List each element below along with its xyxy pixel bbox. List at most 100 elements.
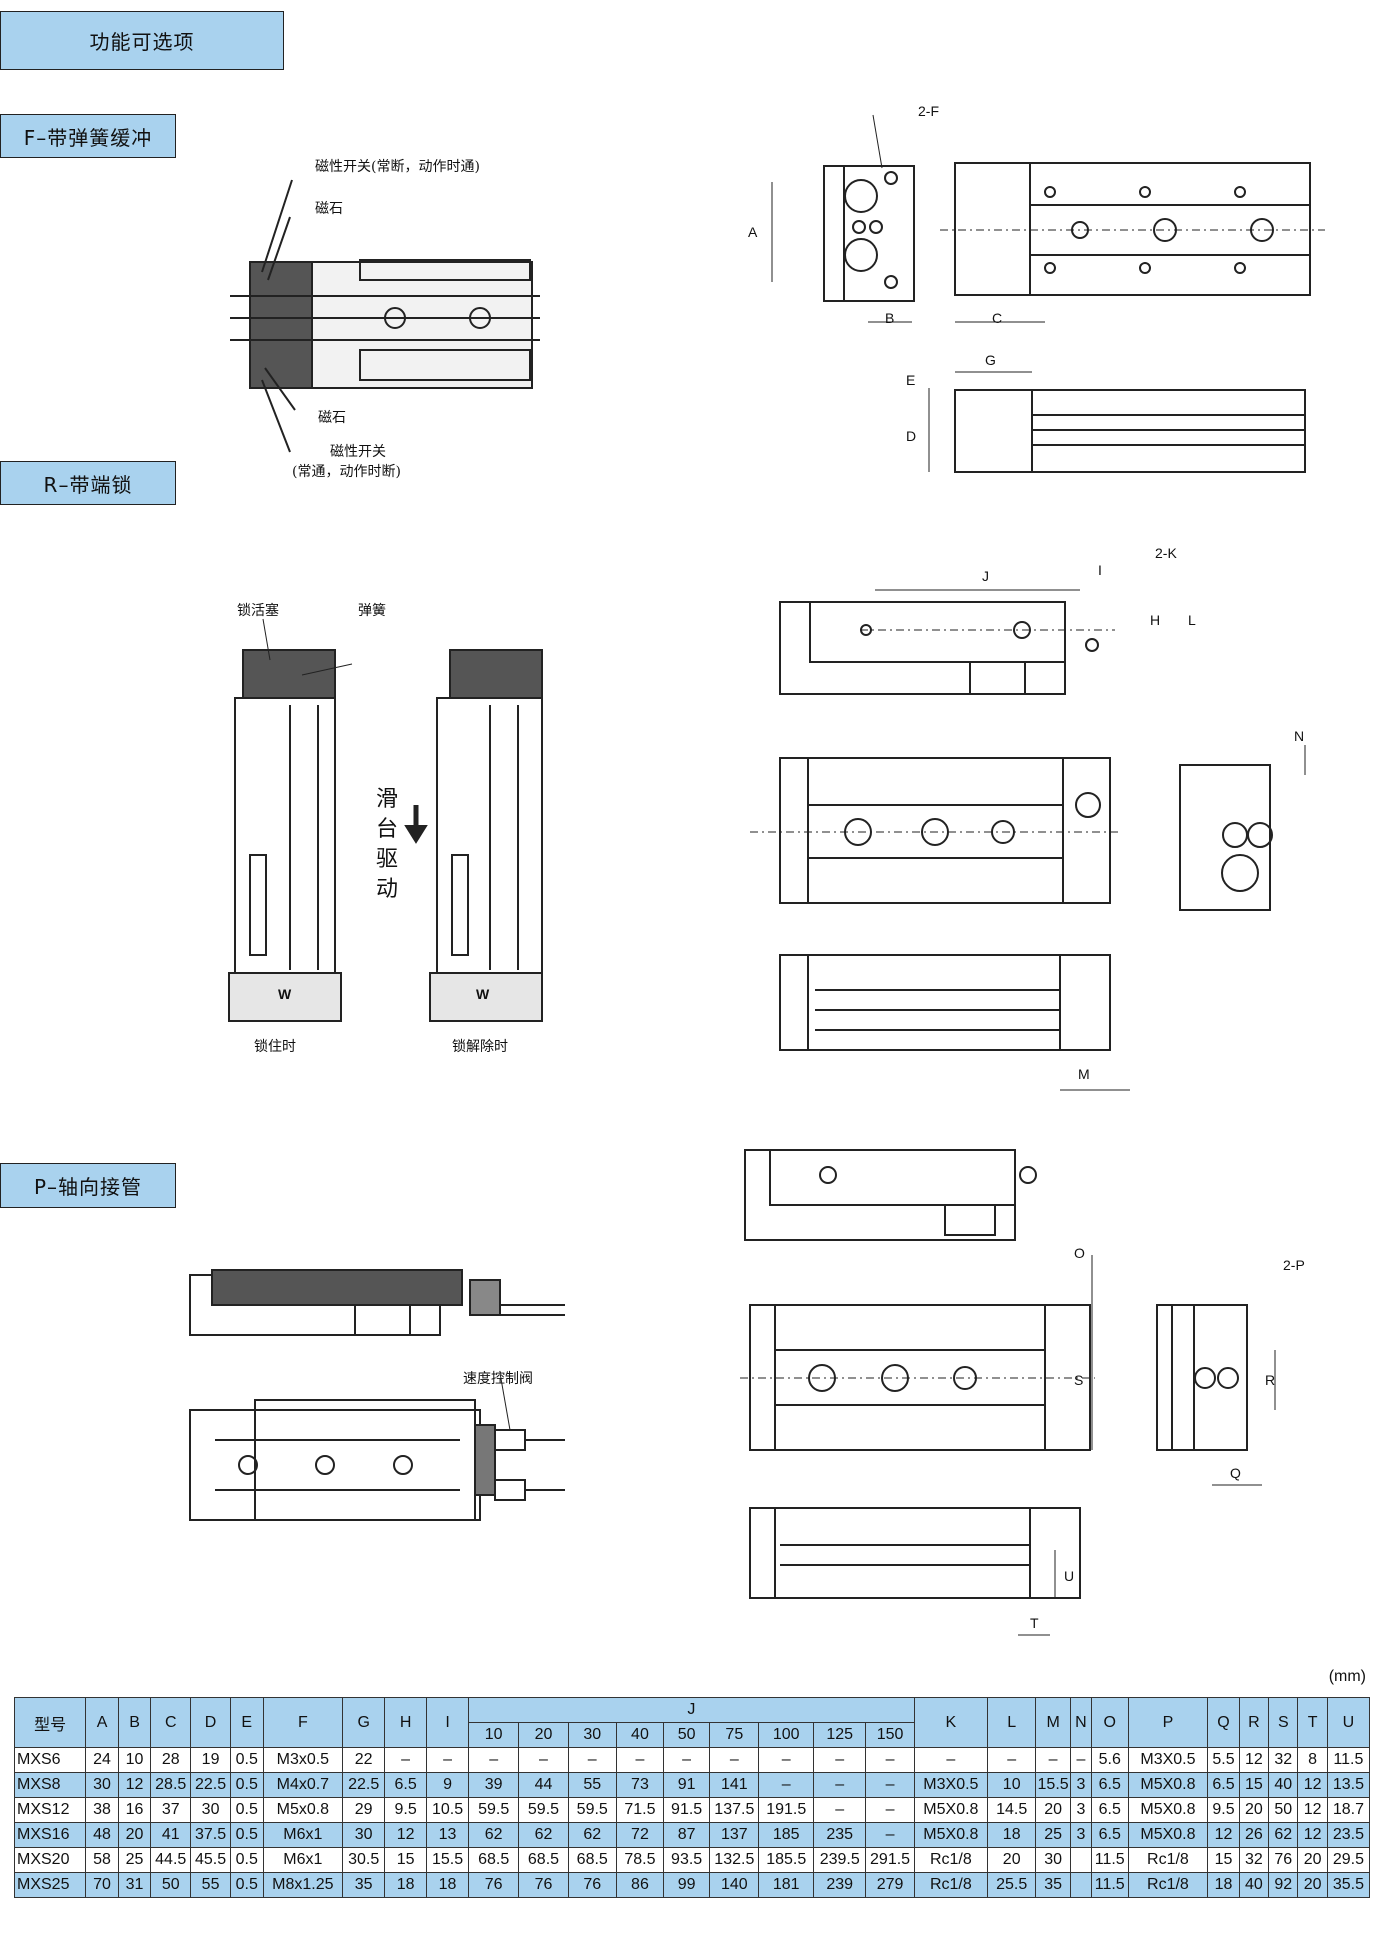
table-cell: 25 (1035, 1822, 1071, 1848)
th-k: K (913, 1697, 989, 1748)
th-m: M (1035, 1697, 1071, 1748)
table-cell: 86 (615, 1872, 665, 1898)
table-cell: 8 (1297, 1747, 1328, 1773)
th-r: R (1238, 1697, 1270, 1748)
dim-s: S (1074, 1372, 1084, 1388)
table-cell: 32 (1238, 1847, 1270, 1873)
table-cell: 239 (812, 1872, 867, 1898)
section-label-f: F–带弹簧缓冲 (0, 114, 176, 158)
table-cell: 9.5 (1207, 1797, 1240, 1823)
note-drive-1: 滑 (375, 787, 398, 812)
table-cell: – (1035, 1747, 1071, 1773)
model-cell: MXS12 (13, 1797, 87, 1823)
table-cell: 55 (567, 1772, 617, 1798)
table-cell: 18 (384, 1872, 428, 1898)
table-cell: 19 (190, 1747, 231, 1773)
table-cell: – (812, 1772, 867, 1798)
table-cell: 3 (1069, 1772, 1092, 1798)
th-a: A (85, 1697, 119, 1748)
table-cell: 6.5 (1090, 1822, 1129, 1848)
table-cell: 50 (1268, 1797, 1299, 1823)
dim-2p: 2-P (1283, 1257, 1305, 1273)
note-switch-bottom-1: 磁性开关 (330, 444, 386, 460)
r-section-drawing (228, 589, 1306, 1091)
table-cell: 137.5 (709, 1797, 760, 1823)
table-cell: 5.5 (1207, 1747, 1240, 1773)
table-cell: 26 (1238, 1822, 1270, 1848)
table-cell: 92 (1268, 1872, 1299, 1898)
table-cell: 12 (1297, 1797, 1328, 1823)
table-cell: 10 (987, 1772, 1037, 1798)
table-cell: 29 (342, 1797, 386, 1823)
table-cell: 11.5 (1090, 1872, 1129, 1898)
dim-t: T (1030, 1615, 1039, 1631)
note-speed-valve: 速度控制阀 (463, 1371, 533, 1387)
table-cell: 20 (1035, 1797, 1071, 1823)
table-cell: – (865, 1747, 915, 1773)
th-j-stroke: 100 (758, 1722, 814, 1748)
note-locked: 锁住时 (254, 1039, 296, 1055)
th-q: Q (1207, 1697, 1240, 1748)
table-cell: 3 (1069, 1797, 1092, 1823)
table-cell: M5x0.8 (262, 1797, 344, 1823)
table-cell: Rc1/8 (913, 1872, 989, 1898)
table-cell: – (812, 1797, 867, 1823)
table-cell: – (865, 1772, 915, 1798)
th-o: O (1090, 1697, 1129, 1748)
table-cell: 48 (85, 1822, 119, 1848)
table-cell: 10.5 (426, 1797, 470, 1823)
spec-table: 型号 A B C D E F G H I J K L M N O P Q R S… (13, 1697, 1371, 1898)
table-cell: 235 (812, 1822, 867, 1848)
table-cell: M8x1.25 (262, 1872, 344, 1898)
table-cell: 12 (384, 1822, 428, 1848)
table-cell: 35.5 (1326, 1872, 1371, 1898)
table-cell: 6.5 (384, 1772, 428, 1798)
table-cell: 30.5 (342, 1847, 386, 1873)
th-model: 型号 (13, 1697, 87, 1748)
table-cell: 50 (150, 1872, 192, 1898)
table-cell: 91 (663, 1772, 711, 1798)
table-cell: 39 (468, 1772, 520, 1798)
table-cell: 137 (709, 1822, 760, 1848)
table-cell: 62 (518, 1822, 569, 1848)
th-t: T (1297, 1697, 1328, 1748)
table-cell: 20 (1297, 1872, 1328, 1898)
table-cell: 6.5 (1090, 1797, 1129, 1823)
table-cell: 62 (567, 1822, 617, 1848)
table-cell: 99 (663, 1872, 711, 1898)
table-cell: 71.5 (615, 1797, 665, 1823)
table-cell: 0.5 (230, 1797, 264, 1823)
table-cell: M5X0.8 (913, 1822, 989, 1848)
table-cell: – (567, 1747, 617, 1773)
table-cell: 59.5 (518, 1797, 569, 1823)
table-cell: 0.5 (230, 1847, 264, 1873)
dim-c: C (992, 310, 1003, 326)
table-cell: 30 (190, 1797, 231, 1823)
table-cell: 68.5 (567, 1847, 617, 1873)
dim-o: O (1074, 1245, 1085, 1261)
table-cell: 76 (518, 1872, 569, 1898)
table-cell: 6.5 (1207, 1772, 1240, 1798)
table-cell: M4x0.7 (262, 1772, 344, 1798)
th-j-stroke: 125 (812, 1722, 867, 1748)
table-cell: M5X0.8 (913, 1797, 989, 1823)
table-cell: 76 (1268, 1847, 1299, 1873)
table-cell: 22.5 (342, 1772, 386, 1798)
table-cell: – (758, 1747, 814, 1773)
table-cell: 72 (615, 1822, 665, 1848)
table-cell: 191.5 (758, 1797, 814, 1823)
table-cell: 30 (342, 1822, 386, 1848)
table-cell: 291.5 (865, 1847, 915, 1873)
table-cell: 15 (384, 1847, 428, 1873)
table-cell: – (913, 1747, 989, 1773)
note-switch-bottom-2: (常通，动作时断) (292, 464, 401, 480)
table-cell: M3x0.5 (262, 1747, 344, 1773)
table-cell: 185 (758, 1822, 814, 1848)
note-drive-4: 动 (375, 877, 398, 902)
section-label-r: R–带端锁 (0, 461, 176, 505)
dim-2k: 2-K (1155, 545, 1177, 561)
table-cell: 45.5 (190, 1847, 231, 1873)
